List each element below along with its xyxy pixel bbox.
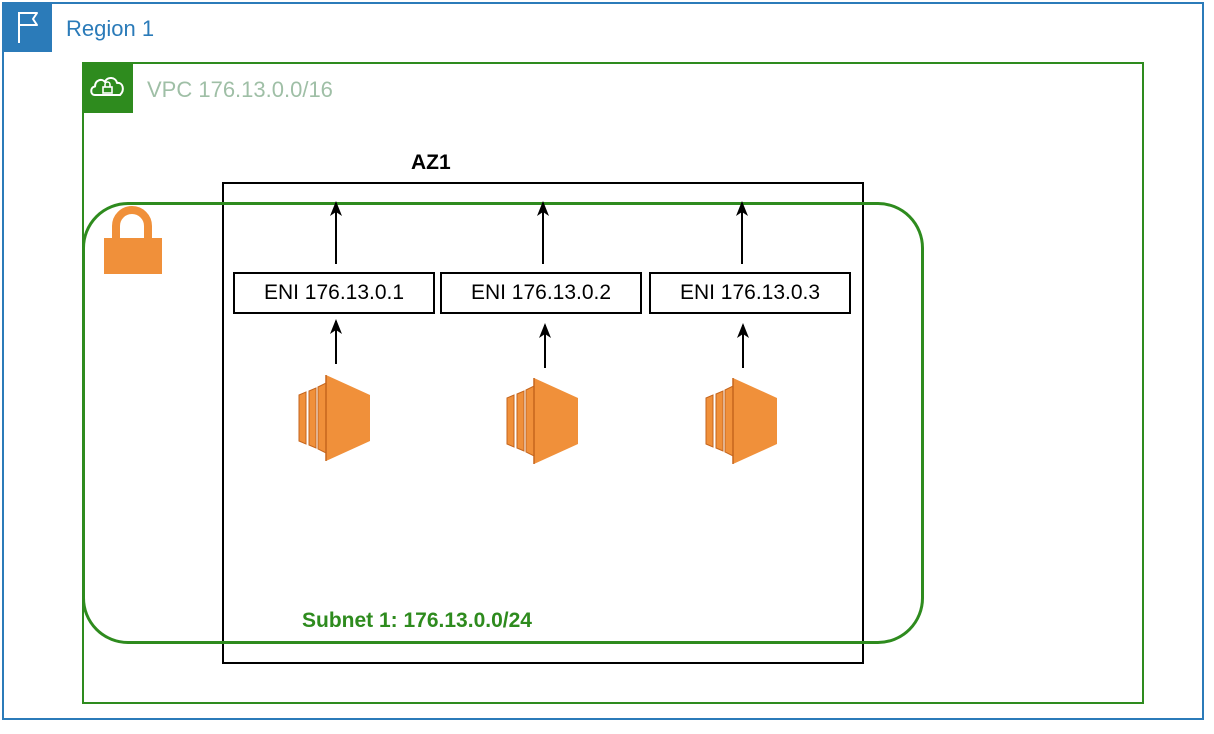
- region-container: [2, 2, 1204, 720]
- ec2-instance-icon: [506, 378, 578, 464]
- ec2-instance-icon: [298, 375, 370, 461]
- availability-zone-box: [222, 182, 864, 664]
- eni-box-1: ENI 176.13.0.1: [233, 272, 435, 314]
- eni-box-3: ENI 176.13.0.3: [649, 272, 851, 314]
- subnet-container: [82, 202, 924, 644]
- region-label: Region 1: [66, 16, 155, 41]
- vpc-label: VPC 176.13.0.0/16: [147, 77, 333, 102]
- flag-icon: [2, 2, 52, 52]
- az-label: AZ1: [411, 151, 451, 174]
- subnet-label: Subnet 1: 176.13.0.0/24: [302, 609, 532, 632]
- ec2-instance-icon: [705, 378, 777, 464]
- eni-box-2: ENI 176.13.0.2: [440, 272, 642, 314]
- cloud-lock-icon: [82, 62, 133, 113]
- padlock-icon: [104, 206, 162, 274]
